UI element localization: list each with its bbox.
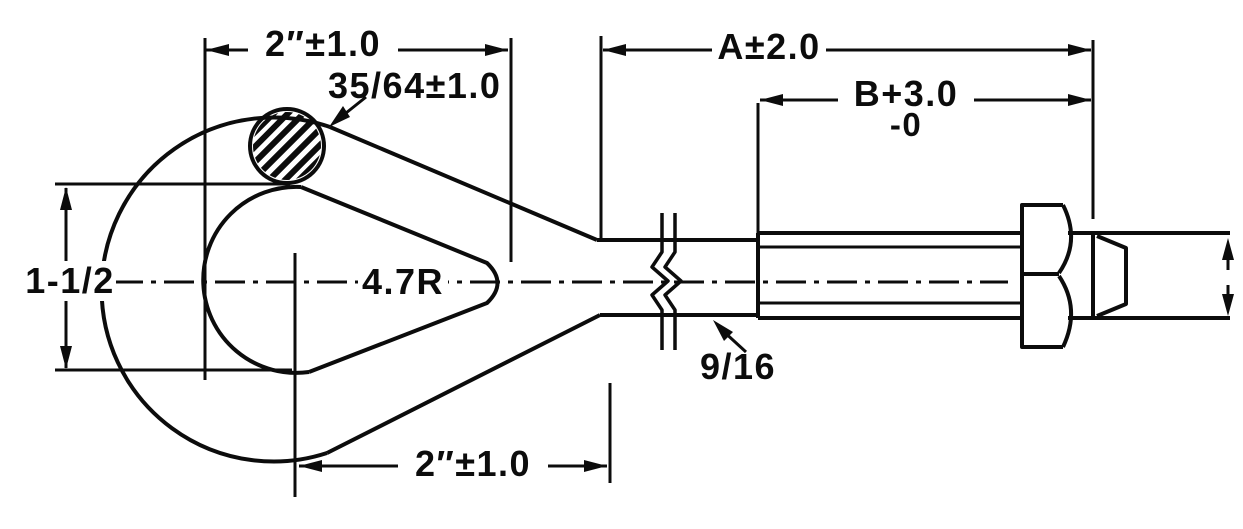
label-eye-width-top: 2″±1.0 bbox=[248, 24, 398, 64]
nut-lower-chamfer bbox=[1057, 274, 1074, 348]
break-line-left bbox=[650, 213, 670, 350]
eye-outline bbox=[99, 115, 601, 464]
arrowheads bbox=[60, 44, 1234, 472]
eye-inner-arc bbox=[201, 184, 310, 375]
upper-outer-tangent bbox=[329, 125, 598, 242]
label-thread-length-b: B+3.0 -0 bbox=[838, 73, 974, 143]
thread-root-lines bbox=[758, 245, 1022, 305]
label-bend-radius: 4.7R bbox=[358, 262, 448, 302]
end-sleeve bbox=[1068, 231, 1230, 320]
nut-upper-chamfer bbox=[1057, 204, 1074, 275]
label-eye-width-bottom: 2″±1.0 bbox=[398, 444, 548, 484]
label-eye-inner-diameter: 1-1/2 bbox=[24, 260, 116, 301]
label-rope-diameter: 35/64±1.0 bbox=[328, 65, 502, 106]
label-thread-length-b-value: B+3.0 bbox=[853, 73, 959, 114]
shaft-and-break bbox=[597, 213, 758, 350]
label-shaft-diameter: 9/16 bbox=[700, 346, 777, 387]
dimension-lines bbox=[55, 36, 1230, 483]
inner-vee-radius bbox=[300, 185, 500, 374]
centerlines bbox=[113, 253, 1008, 497]
lower-outer-tangent bbox=[326, 313, 601, 455]
break-line-right bbox=[663, 213, 683, 350]
hatch-lines bbox=[253, 112, 321, 180]
tip-chamfer bbox=[1096, 234, 1128, 318]
label-thread-length-b-tolerance: -0 bbox=[889, 106, 923, 143]
threaded-section bbox=[756, 231, 1022, 320]
nut bbox=[1020, 203, 1074, 349]
label-overall-length-a: A±2.0 bbox=[712, 27, 826, 67]
